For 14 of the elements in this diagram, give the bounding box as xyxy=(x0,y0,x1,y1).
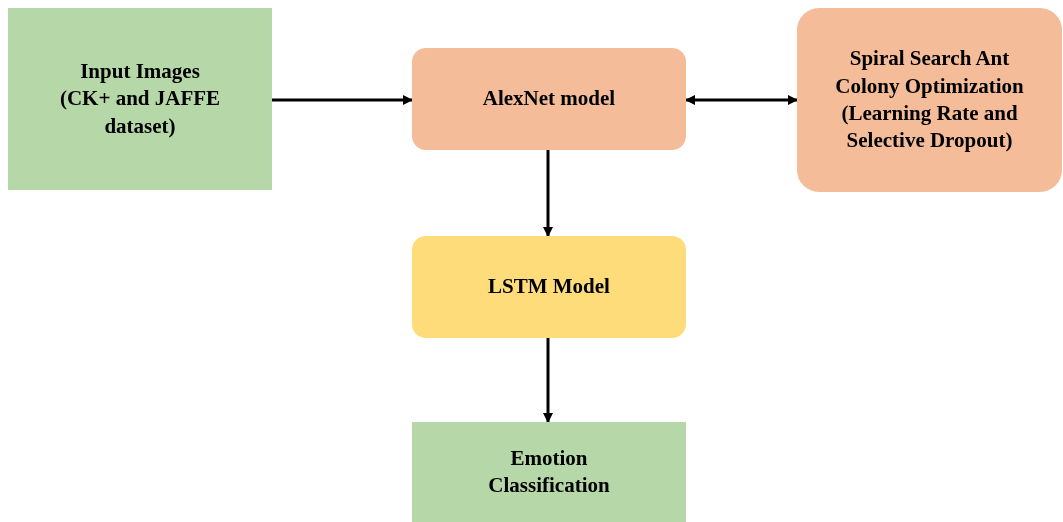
model-box xyxy=(412,236,686,338)
arrow xyxy=(543,150,553,237)
arrow xyxy=(272,95,413,105)
arrow xyxy=(543,338,553,423)
data-box xyxy=(412,422,686,522)
node-label: Spiral Search Ant Colony Optimization (Learning Rate and Selective Dropout) xyxy=(834,45,1025,155)
model-box xyxy=(412,48,686,150)
node-label: LSTM Model xyxy=(488,273,610,301)
node-label: Input Images (CK+ and JAFFE dataset) xyxy=(58,58,222,140)
arrow xyxy=(685,95,798,105)
data-box xyxy=(8,8,272,190)
node-label: AlexNet model xyxy=(482,85,616,113)
model-box xyxy=(797,8,1062,192)
node-label: Emotion Classification xyxy=(487,444,611,499)
